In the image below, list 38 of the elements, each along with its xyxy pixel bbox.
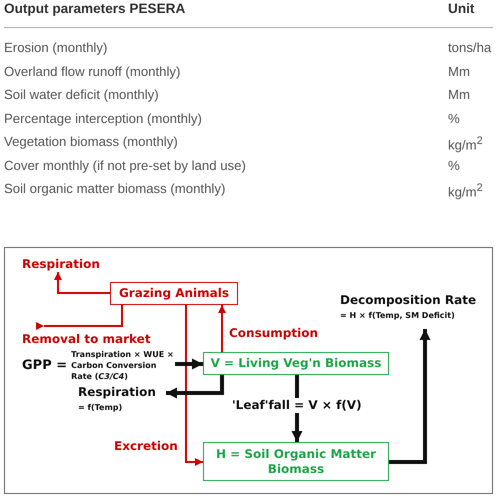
unit-value: Mm [448, 87, 470, 102]
formula-text: = H × f(Temp, SM Deficit) [340, 310, 455, 321]
node-label: GPP = [22, 358, 68, 374]
stock-box [203, 442, 389, 481]
unit-value: kg/m$^{2}$ [448, 181, 483, 200]
unit-value: tons/ha [448, 40, 492, 55]
node-label: H = Soil Organic Matter Biomass [214, 446, 378, 476]
parameter-name: Soil water deficit (monthly) [4, 87, 159, 102]
edge-label: Consumption [227, 326, 320, 341]
parameter-name: Cover monthly (if not pre-set by land use) [4, 158, 246, 172]
node-label: Grazing Animals [118, 286, 230, 301]
stock-box [110, 282, 238, 305]
parameter-name: Erosion (monthly) [4, 40, 108, 55]
arrow [175, 358, 203, 370]
parameter-name: Vegetation biomass (monthly) [4, 134, 178, 149]
arrow [185, 305, 203, 466]
stock-box [203, 352, 389, 375]
unit-value: % [448, 110, 460, 126]
arrow [54, 272, 110, 294]
column-header: Unit [448, 1, 474, 16]
unit-value: kg/m$^{2}$ [448, 134, 483, 152]
edge-label: 'Leaf'fall = V × f(V) [230, 398, 364, 413]
column-header: Output parameters PESERA [4, 1, 186, 16]
parameter-name: Percentage interception (monthly) [4, 110, 202, 126]
node-label: Respiration [22, 257, 100, 272]
parameter-name: Soil organic matter biomass (monthly) [4, 181, 226, 196]
formula-text: Transpiration × WUE × Carbon Conversion Rate (C3/C4) [71, 349, 175, 382]
unit-value: % [448, 158, 460, 172]
formula-text: = f(Temp) [78, 402, 122, 413]
node-label: Respiration [78, 385, 156, 400]
parameter-name: Overland flow runoff (monthly) [4, 64, 180, 78]
node-label: V = Living Veg'n Biomass [210, 356, 382, 371]
arrow [166, 375, 224, 398]
node-label: Removal to market [22, 332, 151, 347]
node-label: Decomposition Rate [340, 293, 476, 308]
unit-value: Mm [448, 64, 470, 78]
arrow [218, 305, 226, 352]
arrow [389, 329, 430, 464]
